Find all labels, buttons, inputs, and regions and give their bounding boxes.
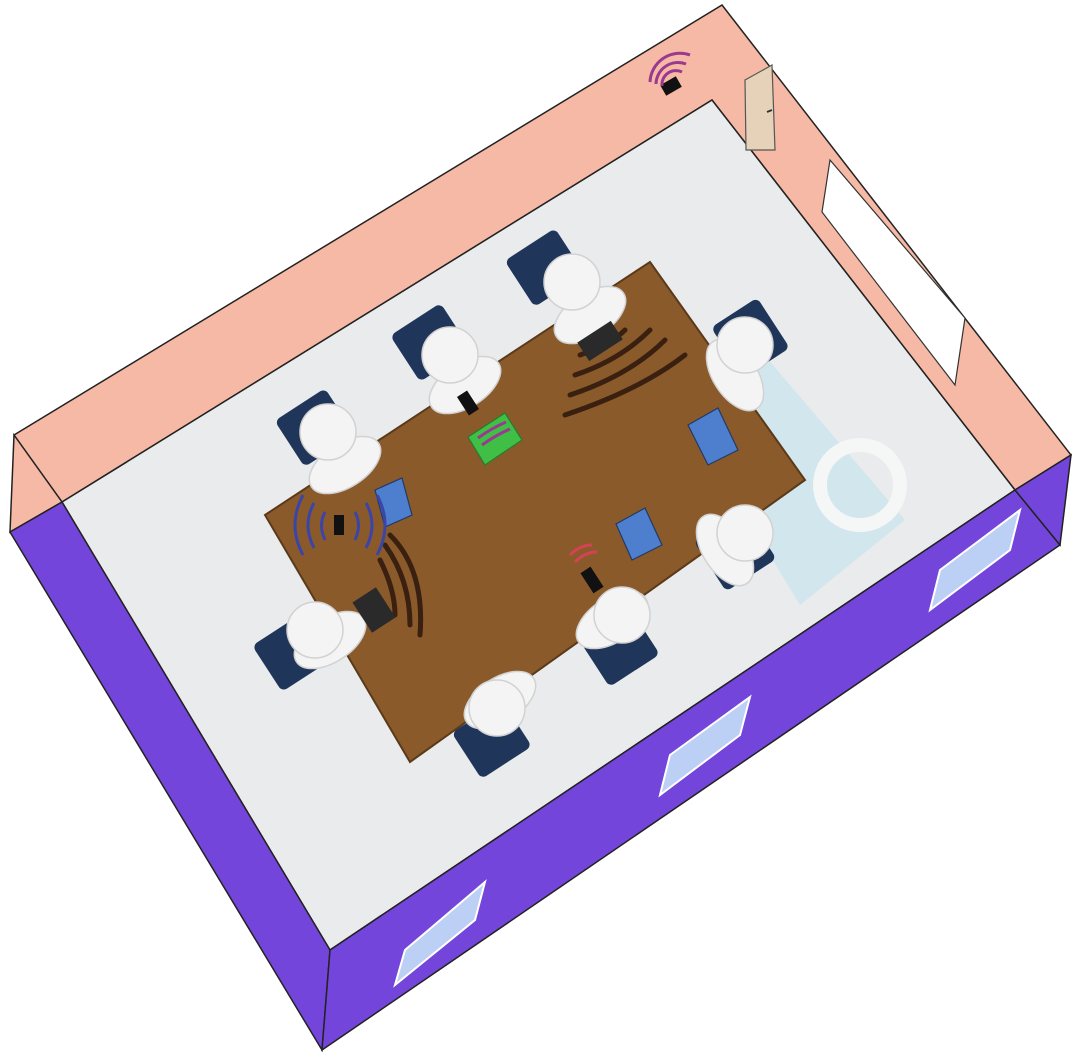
door-icon (745, 65, 775, 150)
phone-icon (334, 515, 344, 535)
